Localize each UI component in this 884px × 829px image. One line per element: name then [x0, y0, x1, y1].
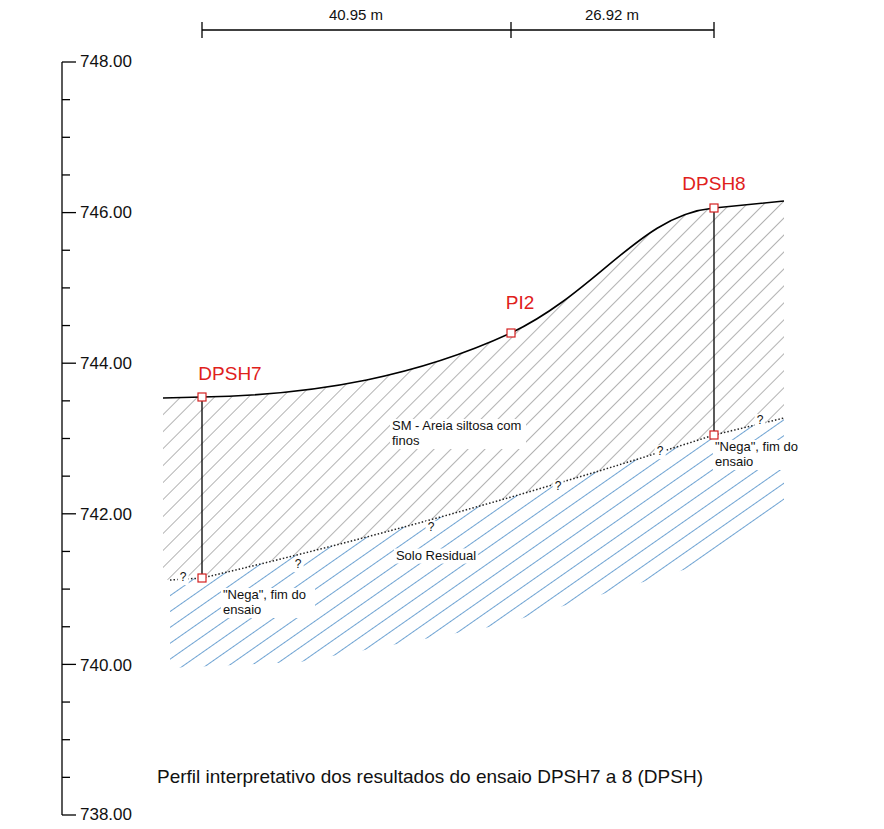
layer-boundary: [170, 418, 784, 580]
refusal-note: "Nega", fim do ensaio: [713, 440, 813, 470]
uncertain-mark: ?: [293, 558, 304, 572]
axis-tick: [62, 739, 70, 740]
elevation-value: 738.00: [80, 805, 132, 825]
test-markers: [198, 204, 718, 582]
axis-tick: [62, 99, 70, 100]
uncertain-mark: ?: [426, 521, 437, 535]
axis-tick: [62, 701, 70, 702]
dimension: 26.92 m: [585, 6, 639, 23]
dimension-line: [202, 22, 714, 38]
dimension: 40.95 m: [329, 6, 383, 23]
axis-tick: [62, 325, 70, 326]
axis-tick: [62, 664, 76, 665]
ground-surface: [163, 201, 784, 398]
axis-tick: [62, 174, 70, 175]
test-name: PI2: [506, 292, 535, 314]
elevation-value: 742.00: [80, 505, 132, 525]
axis-tick: [62, 626, 70, 627]
refusal-note: "Nega", fim do ensaio: [221, 588, 315, 618]
uncertain-mark: ?: [178, 571, 189, 585]
axis-tick: [62, 400, 70, 401]
axis-tick: [62, 61, 76, 62]
elevation-value: 748.00: [80, 52, 132, 72]
axis-tick: [62, 287, 70, 288]
uncertain-mark: ?: [553, 480, 564, 494]
caption: Perfil interpretativo dos resultados do …: [157, 766, 703, 788]
axis-tick: [62, 212, 76, 213]
axis-tick: [62, 475, 70, 476]
test-line: [713, 208, 714, 435]
layer-name: SM - Areia siltosa com finos: [390, 419, 526, 449]
test-name: DPSH7: [198, 363, 261, 385]
elevation-value: 746.00: [80, 203, 132, 223]
axis-tick: [62, 814, 76, 815]
axis-tick: [62, 137, 70, 138]
axis-tick: [62, 777, 70, 778]
axis-tick: [62, 250, 70, 251]
sm-layer-hatch: [163, 201, 784, 580]
axis-tick: [62, 438, 70, 439]
layer-name: Solo Residual: [394, 549, 478, 564]
uncertain-mark: ?: [655, 445, 666, 459]
axis-tick: [62, 588, 70, 589]
axis-tick: [62, 551, 70, 552]
test-line: [201, 397, 202, 578]
test-name: DPSH8: [682, 173, 745, 195]
elevation-value: 740.00: [80, 656, 132, 676]
uncertain-mark: ?: [755, 414, 766, 428]
elevation-value: 744.00: [80, 354, 132, 374]
elevation-axis: [62, 62, 76, 815]
axis-tick: [62, 513, 76, 514]
axis-tick: [62, 363, 76, 364]
